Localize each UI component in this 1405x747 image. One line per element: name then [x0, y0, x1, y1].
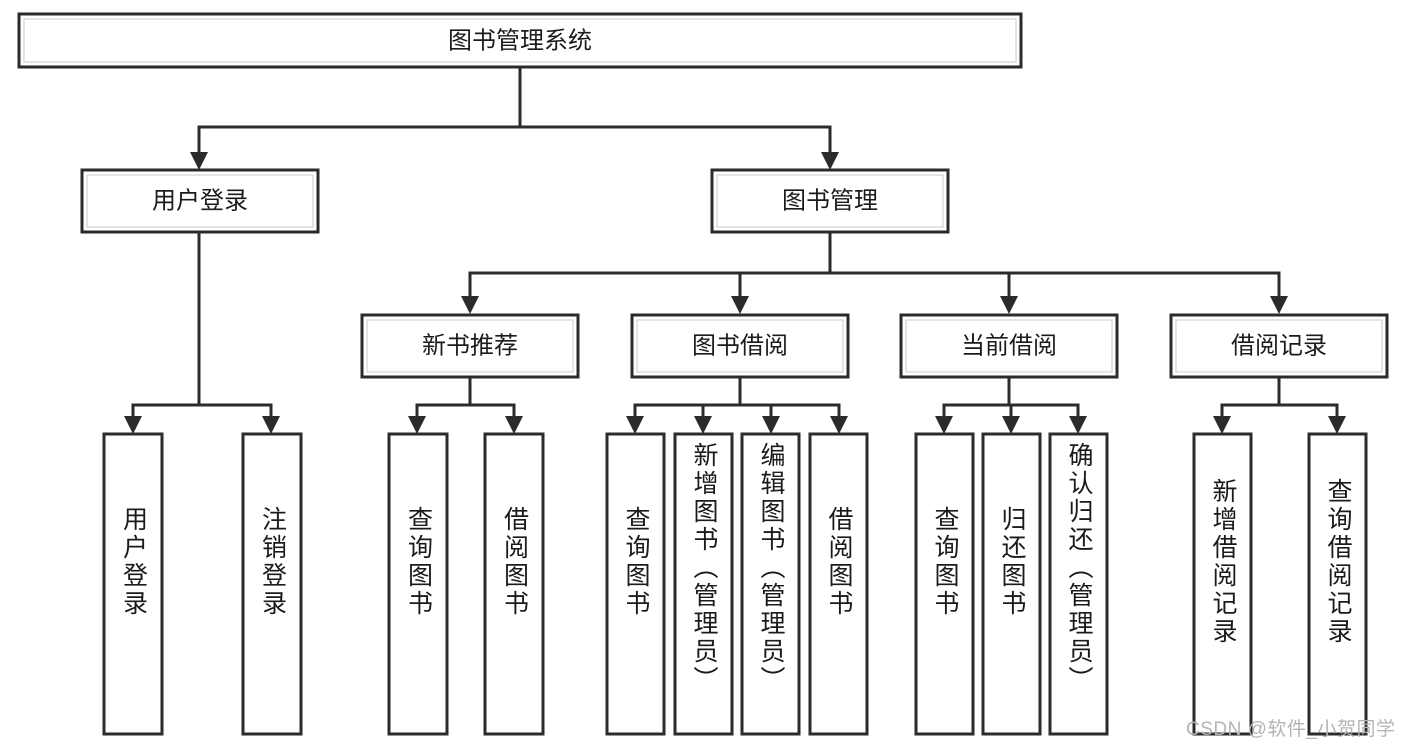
arrowhead-borrow [731, 296, 749, 314]
node-bookmgmt-box-inner [716, 174, 944, 228]
arrowhead-leaf12 [1213, 416, 1231, 434]
edge-group-borrow-to-leaves [626, 375, 848, 434]
node-newbook-box[interactable] [360, 313, 580, 379]
node-leaf12-box[interactable] [1192, 432, 1253, 736]
node-login[interactable]: 用户登录 [80, 168, 320, 234]
node-borrow[interactable]: 图书借阅 [630, 313, 850, 379]
node-borrow-label: 图书借阅 [692, 332, 788, 359]
node-record-box-inner [1175, 319, 1383, 373]
node-borrow-box-inner [636, 319, 844, 373]
node-leaf13-box[interactable] [1307, 432, 1368, 736]
node-root-box-inner [23, 18, 1017, 63]
arrowhead-leaf13 [1328, 416, 1346, 434]
edge-group-newbook-to-leaves [408, 375, 523, 434]
arrowhead-leaf10 [1002, 416, 1020, 434]
node-leaf7-box[interactable] [740, 432, 801, 736]
arrowhead-leaf11 [1069, 416, 1087, 434]
arrowhead-bookmgmt [821, 152, 839, 170]
arrowhead-leaf5 [626, 416, 644, 434]
node-leaf2-box[interactable] [241, 432, 303, 736]
node-newbook[interactable]: 新书推荐 [360, 313, 580, 379]
node-current-label: 当前借阅 [961, 332, 1057, 359]
arrowhead-record [1270, 296, 1288, 314]
arrowhead-leaf6 [694, 416, 712, 434]
edge-group-bookmgmt-to-level3 [461, 230, 1288, 314]
arrowhead-leaf4 [505, 416, 523, 434]
node-leaf10-box[interactable] [981, 432, 1042, 736]
edge-group-login-to-leaves [124, 230, 280, 434]
node-current-box[interactable] [899, 313, 1119, 379]
node-current-box-inner [905, 319, 1113, 373]
node-bookmgmt-box[interactable] [710, 168, 950, 234]
node-leaf1-box[interactable] [102, 432, 164, 736]
arrowhead-leaf3 [408, 416, 426, 434]
node-leaf9-box[interactable] [914, 432, 975, 736]
node-bookmgmt-label: 图书管理 [782, 187, 878, 214]
arrowhead-login [190, 152, 208, 170]
node-login-label: 用户登录 [152, 187, 248, 214]
arrowhead-leaf1 [124, 416, 142, 434]
node-root[interactable]: 图书管理系统 [17, 12, 1023, 69]
node-record-box[interactable] [1169, 313, 1389, 379]
node-current[interactable]: 当前借阅 [899, 313, 1119, 379]
node-leaf11-box[interactable] [1048, 432, 1109, 736]
edge-group-record-to-leaves [1213, 375, 1346, 434]
node-leaf6-box[interactable] [673, 432, 734, 736]
arrowhead-leaf7 [762, 416, 780, 434]
node-record-label: 借阅记录 [1231, 332, 1327, 359]
node-login-box-inner [86, 174, 314, 228]
leaf-box-group [102, 432, 1368, 736]
node-login-box[interactable] [80, 168, 320, 234]
node-bookmgmt[interactable]: 图书管理 [710, 168, 950, 234]
node-newbook-box-inner [366, 319, 574, 373]
arrowhead-leaf8 [830, 416, 848, 434]
node-newbook-label: 新书推荐 [422, 332, 518, 359]
node-root-box[interactable] [17, 12, 1023, 69]
node-leaf4-box[interactable] [483, 432, 545, 736]
arrowhead-current [1000, 296, 1018, 314]
edge-group-root-to-level2 [190, 65, 839, 170]
node-leaf3-box[interactable] [387, 432, 449, 736]
node-borrow-box[interactable] [630, 313, 850, 379]
arrowhead-newbook [461, 296, 479, 314]
arrowhead-leaf2 [262, 416, 280, 434]
arrowhead-leaf9 [935, 416, 953, 434]
node-leaf5-box[interactable] [605, 432, 666, 736]
node-leaf8-box[interactable] [808, 432, 869, 736]
node-record[interactable]: 借阅记录 [1169, 313, 1389, 379]
edge-group-current-to-leaves [935, 375, 1087, 434]
node-root-label: 图书管理系统 [448, 27, 592, 54]
